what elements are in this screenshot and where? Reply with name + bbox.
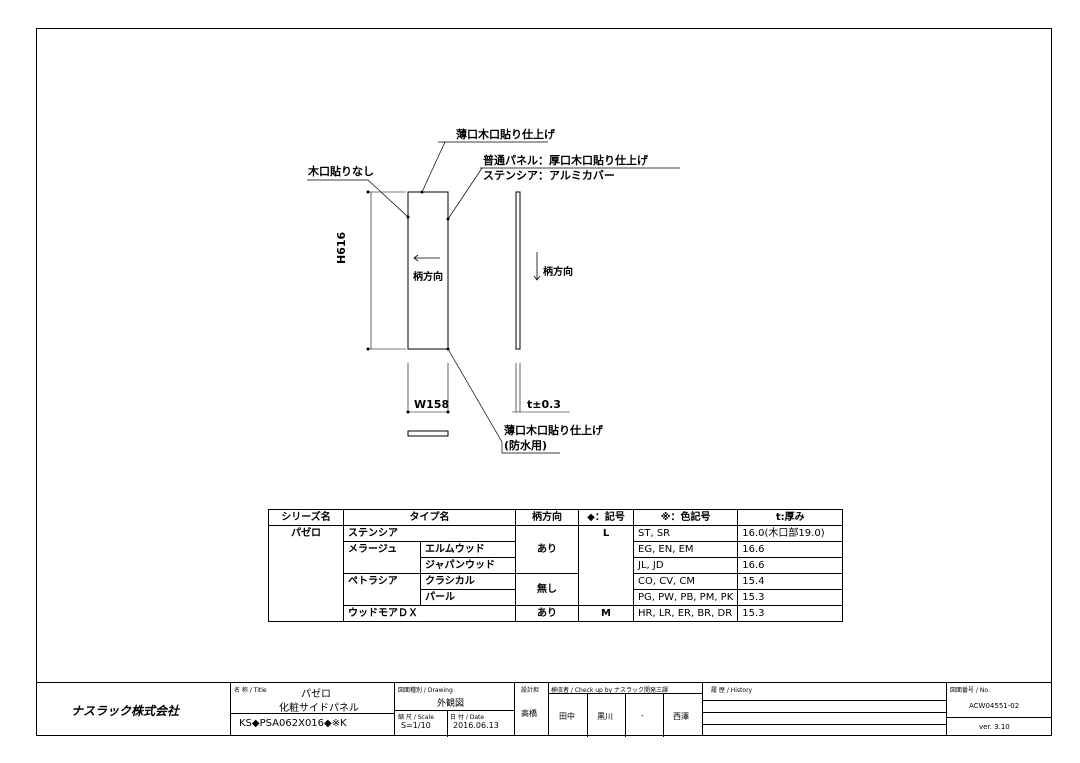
thickness-cell: 15.3 xyxy=(737,605,844,622)
grain-cell: 無し xyxy=(515,573,579,606)
thickness-cell: 16.6 xyxy=(737,541,844,558)
dim-height: H616 xyxy=(335,231,348,264)
grain-cell: あり xyxy=(515,525,579,574)
color-cell: CO, CV, CM xyxy=(632,573,739,590)
title-cell: 名 称 / Title パゼロ 化粧サイドパネル KS◆PSA062X016◆※… xyxy=(231,683,395,735)
subtype-cell: エルムウッド xyxy=(420,541,516,558)
subtype-cell: クラシカル xyxy=(420,573,516,590)
type-cell: ペトラシア xyxy=(343,573,421,606)
table-row: パール PG, PW, PB, PM, PK 15.3 xyxy=(269,589,844,606)
company-logo: ナスラック株式会社 xyxy=(71,704,180,718)
no-label: 図面番号 / No. xyxy=(950,687,990,694)
table-row: ペトラシア クラシカル 無し CO, CV, CM 15.4 xyxy=(269,573,844,606)
company-cell: ナスラック株式会社 xyxy=(37,683,231,735)
thickness-cell: 15.4 xyxy=(737,573,844,590)
symbol-cell: L xyxy=(578,525,634,606)
color-cell: EG, EN, EM xyxy=(632,541,739,558)
callout-normal-panel: 普通パネル：厚口木口貼り仕上げ xyxy=(483,154,648,167)
color-cell: PG, PW, PB, PM, PK xyxy=(632,589,739,606)
version: ver. 3.10 xyxy=(979,723,1010,731)
designer-cell: 設計担 高橋 xyxy=(515,683,549,735)
header-symbol: ◆：記号 xyxy=(578,509,634,526)
callout-waterproof-1: 薄口木口貼り仕上げ xyxy=(504,424,603,437)
check-label: 検収者 / Check up by ナスラック開発三課 xyxy=(551,687,668,694)
callout-no-edge: 木口貼りなし xyxy=(308,165,374,178)
callout-thin-edge: 薄口木口貼り仕上げ xyxy=(456,128,555,141)
bottom-section xyxy=(407,430,449,437)
callout-waterproof-2: (防水用) xyxy=(504,439,548,452)
date-label: 日 付 / Date xyxy=(450,714,485,721)
front-panel xyxy=(407,191,449,350)
grain-cell: あり xyxy=(515,605,579,622)
title-label: 名 称 / Title xyxy=(234,687,267,694)
type-cell: ステンシア xyxy=(343,525,516,542)
check-cell: 検収者 / Check up by ナスラック開発三課 田中 黒川 - 西澤 xyxy=(549,683,703,737)
drawing-value: 外観図 xyxy=(437,699,465,709)
side-panel xyxy=(515,191,521,350)
header-series: シリーズ名 xyxy=(268,509,344,526)
callout-stencia: ステンシア：アルミカバー xyxy=(483,169,615,182)
designer-value: 高橋 xyxy=(521,709,537,718)
table-row: ジャパンウッド JL, JD 16.6 xyxy=(269,557,844,574)
checker-2: 黒川 xyxy=(597,712,613,721)
scale-value: S=1/10 xyxy=(401,721,431,730)
color-cell: JL, JD xyxy=(632,557,739,574)
checker-4: 西澤 xyxy=(673,712,689,721)
history-cell: 履 歴 / History xyxy=(703,683,947,735)
table-row: ウッドモアＤＸ あり M HR, LR, ER, BR, DR 15.3 xyxy=(269,605,844,622)
color-cell: HR, LR, ER, BR, DR xyxy=(632,605,739,622)
number-cell: 図面番号 / No. ACW04551-02 ver. 3.10 xyxy=(947,683,1051,735)
subtype-cell: パール xyxy=(420,589,516,606)
checker-3: - xyxy=(641,711,644,720)
drawing-label: 図面種別 / Drawing xyxy=(398,687,453,694)
checker-1: 田中 xyxy=(559,712,575,721)
color-cell: ST, SR xyxy=(632,525,739,542)
thickness-cell: 16.6 xyxy=(737,557,844,574)
date-value: 2016.06.13 xyxy=(453,721,499,730)
thickness-cell: 16.0(木口部19.0) xyxy=(737,525,844,542)
drawing-type-cell: 図面種別 / Drawing 外観図 縮 尺 / Scale S=1/10 日 … xyxy=(395,683,515,737)
header-color: ※：色記号 xyxy=(632,509,739,526)
dim-width: W158 xyxy=(414,398,450,411)
table-header-row: シリーズ名 タイプ名 柄方向 ◆：記号 ※：色記号 t:厚み xyxy=(268,509,844,526)
dim-thickness: t±0.3 xyxy=(527,398,561,411)
thickness-cell: 15.3 xyxy=(737,589,844,606)
type-cell: メラージュ xyxy=(343,541,421,574)
table-row: パゼロ ステンシア あり L ST, SR 16.0(木口部19.0) xyxy=(268,525,844,622)
grain-front-label: 柄方向 xyxy=(413,272,443,283)
grain-side-label: 柄方向 xyxy=(543,267,573,278)
drawing-number: ACW04551-02 xyxy=(969,702,1020,710)
type-cell: ウッドモアＤＸ xyxy=(343,605,516,622)
subtitle-value: 化粧サイドパネル xyxy=(279,703,359,714)
series-cell: パゼロ xyxy=(268,525,344,622)
spec-table: シリーズ名 タイプ名 柄方向 ◆：記号 ※：色記号 t:厚み パゼロ ステンシア… xyxy=(268,509,844,622)
header-thickness: t:厚み xyxy=(737,509,844,526)
history-label: 履 歴 / History xyxy=(711,687,753,694)
scale-label: 縮 尺 / Scale xyxy=(398,714,434,721)
title-block: ナスラック株式会社 名 称 / Title パゼロ 化粧サイドパネル KS◆PS… xyxy=(36,682,1052,737)
symbol-cell: M xyxy=(578,605,634,622)
designer-label: 設計担 xyxy=(521,687,540,694)
model-number: KS◆PSA062X016◆※K xyxy=(239,718,347,729)
subtype-cell: ジャパンウッド xyxy=(420,557,516,574)
title-value: パゼロ xyxy=(301,689,331,700)
header-grain: 柄方向 xyxy=(515,509,579,526)
header-type: タイプ名 xyxy=(343,509,516,526)
